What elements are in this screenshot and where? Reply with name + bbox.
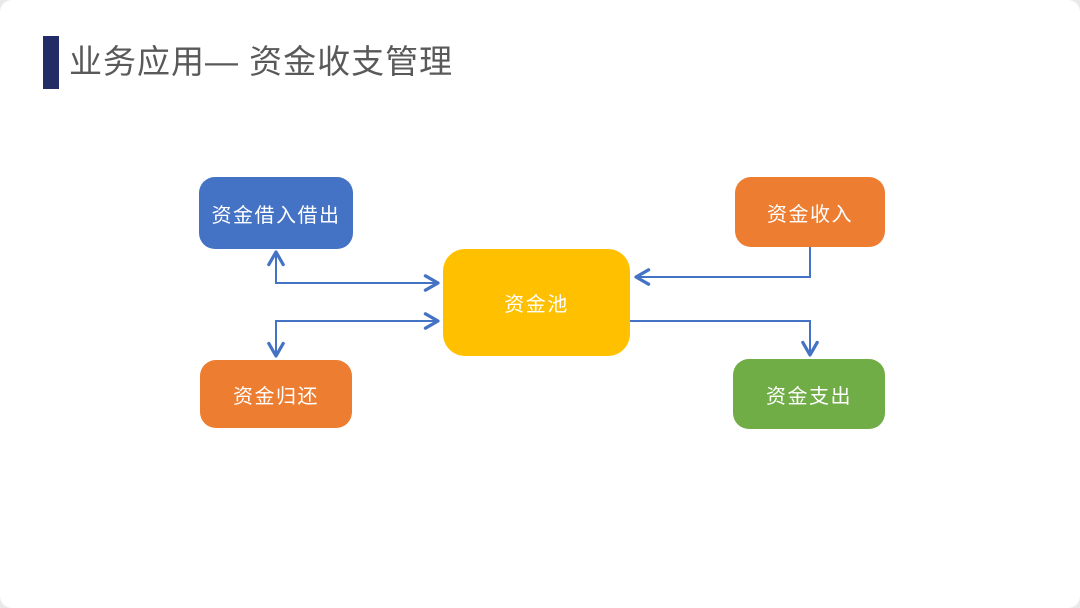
node-label: 资金借入借出 bbox=[211, 204, 341, 227]
node-fund-pool: 资金池 bbox=[443, 249, 630, 356]
slide-header: 业务应用— 资金收支管理 bbox=[43, 36, 453, 89]
node-label: 资金归还 bbox=[233, 385, 319, 408]
node-fund-expense: 资金支出 bbox=[733, 359, 885, 429]
node-fund-repay: 资金归还 bbox=[200, 360, 352, 428]
node-label: 资金收入 bbox=[767, 203, 853, 226]
title-accent-bar bbox=[43, 36, 59, 89]
connector-pool-expense bbox=[630, 320, 819, 357]
connector-pool-repay bbox=[267, 312, 440, 358]
node-label: 资金池 bbox=[504, 294, 569, 316]
connector-income-pool bbox=[634, 247, 811, 286]
node-fund-borrow-lend: 资金借入借出 bbox=[199, 177, 353, 249]
node-fund-income: 资金收入 bbox=[735, 177, 885, 247]
node-label: 资金支出 bbox=[766, 385, 852, 408]
page-title: 业务应用— 资金收支管理 bbox=[69, 43, 454, 81]
connector-pool-borrow bbox=[267, 250, 440, 292]
